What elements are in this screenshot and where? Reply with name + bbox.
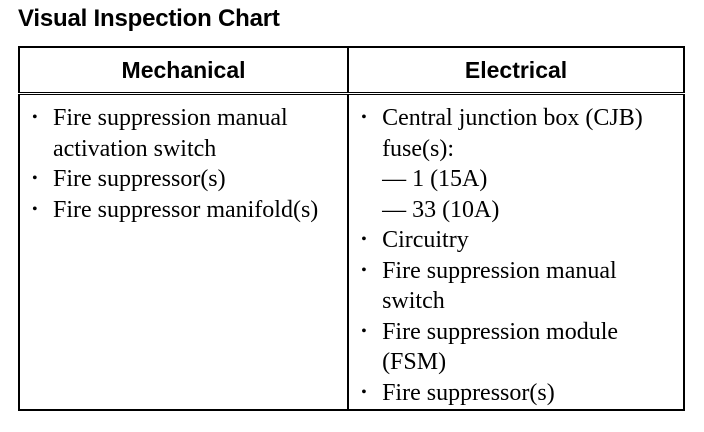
bullet-icon: • [32,109,38,126]
bullet-icon: • [32,170,38,187]
list-item-text: Fire suppressor(s) [382,379,555,406]
chart-title: Visual Inspection Chart [18,5,280,32]
mechanical-list: • Fire suppression manual activation swi… [28,103,341,225]
bullet-icon: • [361,383,367,401]
bullet-icon: • [361,109,367,126]
header-electrical: Electrical [347,46,685,95]
list-item: • Fire suppression manual activation swi… [28,103,341,164]
list-item: • Fire suppressor(s) [357,378,677,409]
header-mechanical: Mechanical [17,46,350,95]
list-item-text: Circuitry [382,227,469,253]
electrical-cell: • Central junction box (CJB) fuse(s): — … [347,93,685,410]
mechanical-cell: • Fire suppression manual activation swi… [17,93,350,410]
bullet-icon: • [32,200,38,218]
bullet-icon: • [361,322,367,340]
list-item: • Central junction box (CJB) fuse(s): — … [357,103,677,225]
list-item: • Fire suppression manual switch [357,256,677,317]
table-row: • Fire suppression manual activation swi… [17,93,685,410]
list-item: • Circuitry [357,225,677,256]
list-item-text: Fire suppression module (FSM) [382,318,619,376]
list-item: • Fire suppressor manifold(s) [28,195,341,226]
list-item: • Fire suppressor(s) [28,164,341,195]
inspection-table: Mechanical Electrical • Fire suppression… [17,46,685,411]
list-item-text: Central junction box (CJB) fuse(s): [382,105,643,162]
bullet-icon: • [361,261,367,279]
sub-item: — 33 (10A) [382,196,500,223]
list-item-text: Fire suppression manual activation switc… [53,105,288,162]
list-item-text: Fire suppressor(s) [53,166,226,192]
electrical-list: • Central junction box (CJB) fuse(s): — … [357,103,677,408]
list-item-text: Fire suppressor manifold(s) [53,196,319,223]
list-item: • Fire suppression module (FSM) [357,317,677,378]
sub-item: — 1 (15A) [382,166,488,192]
bullet-icon: • [361,231,367,248]
table-header-row: Mechanical Electrical [17,46,685,95]
list-item-text: Fire suppression manual switch [382,257,617,315]
